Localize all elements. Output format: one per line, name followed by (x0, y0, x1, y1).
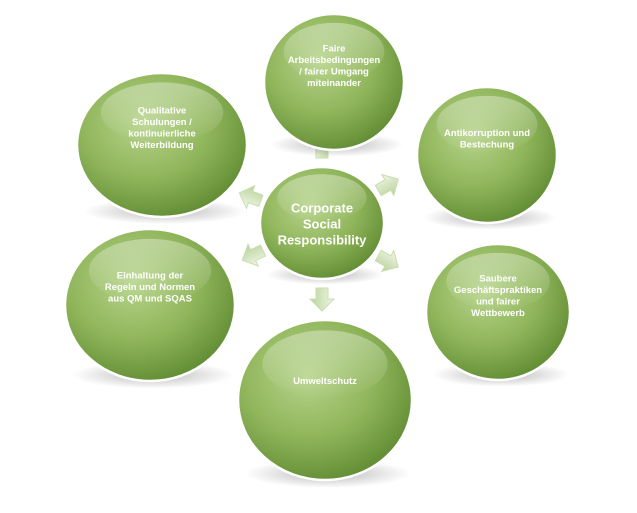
arrow-qualitative-schulungen (238, 184, 264, 210)
node-label-saubere-geschaeftspraktiken-line: Wettbewerb (471, 308, 525, 319)
node-label-qualitative-schulungen-line: kontinuierliche (128, 129, 196, 140)
node-label-antikorruption-line: Antikorruption und (444, 128, 530, 139)
node-label-einhaltung-regeln-line: aus QM und SQAS (108, 293, 192, 304)
arrow-umweltschutz (308, 287, 336, 312)
node-label-einhaltung-regeln-line: Einhaltung der (117, 270, 184, 281)
node-label-qualitative-schulungen-line: Qualitative (138, 106, 187, 117)
node-label-saubere-geschaeftspraktiken-line: und fairer (476, 297, 520, 308)
node-label-qualitative-schulungen-line: Weiterbildung (130, 140, 193, 151)
node-label-umweltschutz-line: Umweltschutz (293, 376, 357, 387)
center-label-line: Responsibility (278, 232, 368, 247)
center-label-line: Corporate (291, 200, 353, 215)
node-label-saubere-geschaeftspraktiken-line: Saubere (479, 274, 517, 285)
node-label-qualitative-schulungen-line: Schulungen / (132, 117, 192, 128)
node-label-saubere-geschaeftspraktiken-line: Geschäftspraktiken (454, 285, 542, 296)
arrow-antikorruption (374, 173, 399, 197)
node-label-faire-arbeitsbedingungen-line: / fairer Umgang (299, 67, 369, 78)
arrow-einhaltung-regeln (241, 242, 267, 267)
node-label-faire-arbeitsbedingungen-line: Arbeitsbedingungen (288, 55, 381, 66)
node-label-faire-arbeitsbedingungen-line: Faire (323, 44, 346, 55)
node-label-antikorruption-line: Bestechung (460, 140, 515, 151)
arrow-saubere-geschaeftspraktiken (374, 249, 399, 273)
node-label-umweltschutz: Umweltschutz (293, 376, 357, 387)
center-label-line: Social (303, 216, 341, 231)
node-umweltschutz: Umweltschutz (236, 318, 414, 488)
node-label-faire-arbeitsbedingungen-line: miteinander (307, 78, 361, 89)
node-label-einhaltung-regeln-line: Regeln und Normen (105, 282, 195, 293)
